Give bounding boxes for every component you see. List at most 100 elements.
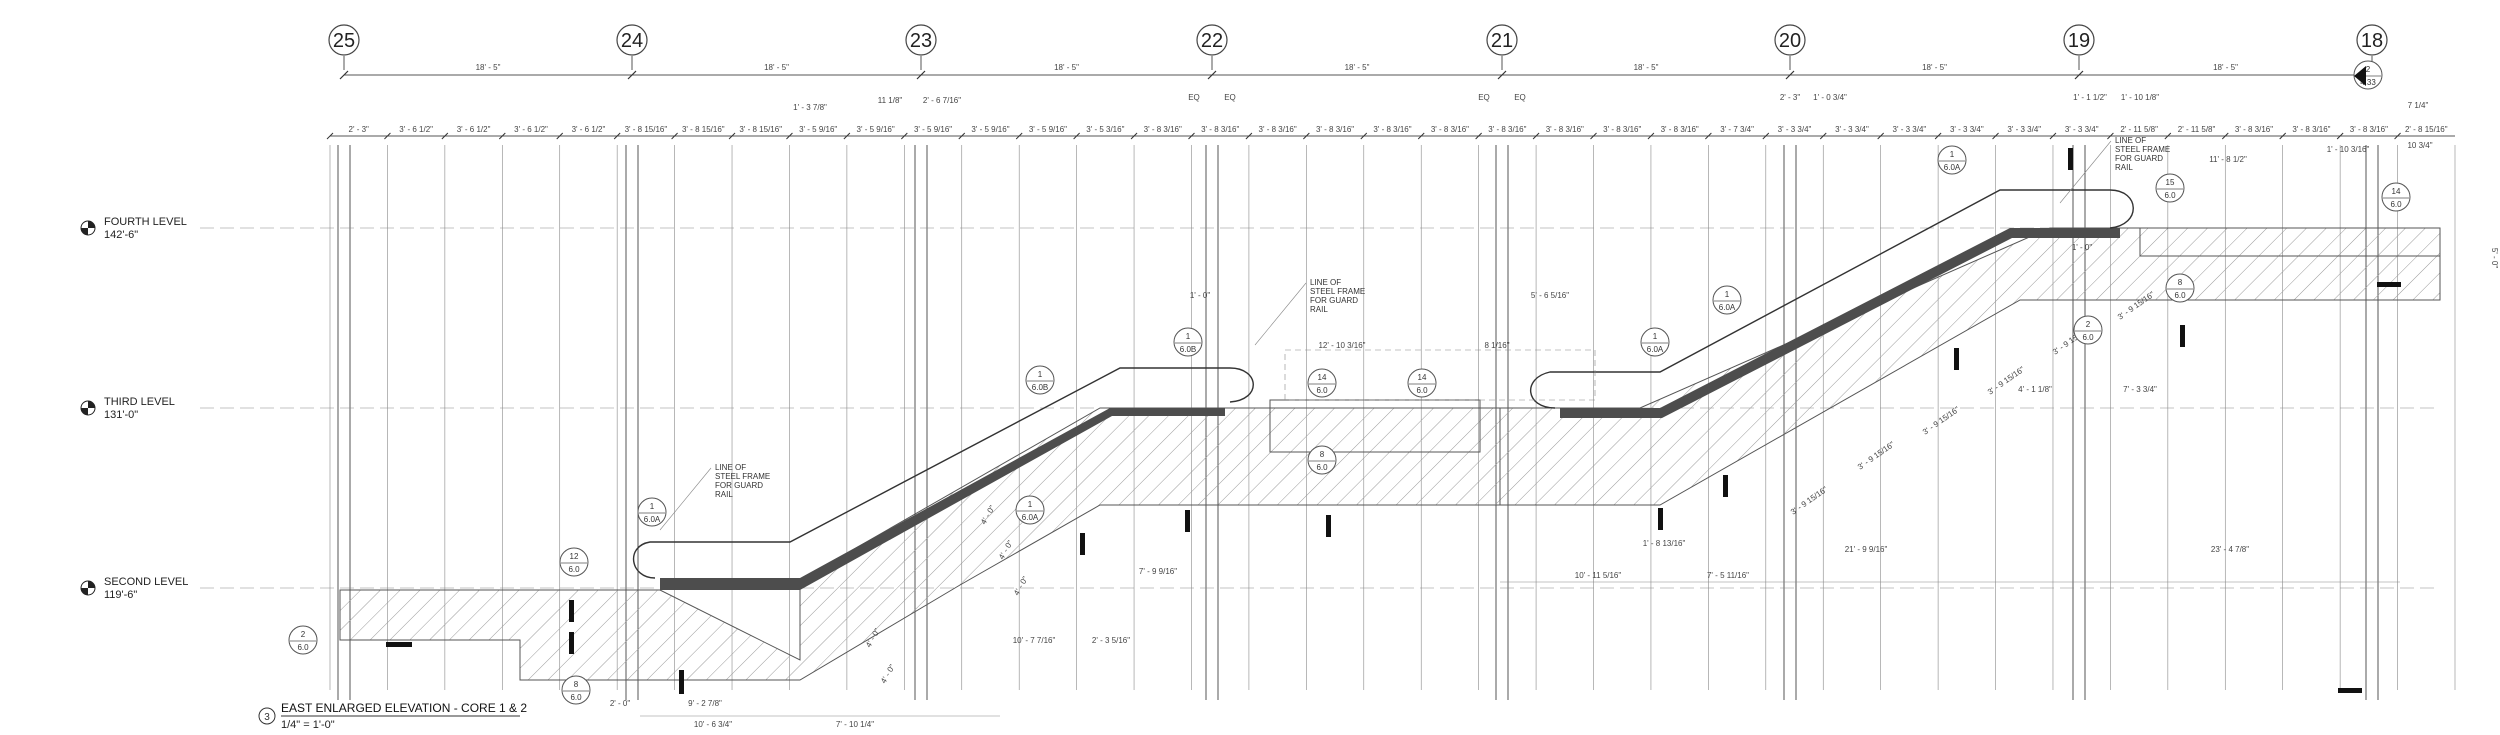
callout-tag: 146.0: [1307, 368, 1337, 398]
lower-dimension: 2' - 0": [610, 699, 631, 708]
dim-tick: [1934, 132, 1942, 140]
dim-tick: [2049, 132, 2057, 140]
upper-callout: 2' - 6 7/16": [923, 96, 961, 105]
segment-dimension: 3' - 8 3/16": [1144, 125, 1182, 134]
right-dimension: 10 3/4": [2407, 141, 2432, 150]
segment-dimension: 3' - 8 15/16": [739, 125, 782, 134]
segment-dimension: 3' - 8 3/16": [1316, 125, 1354, 134]
segment-dimension: 3' - 5 9/16": [914, 125, 952, 134]
note-line: RAIL: [2115, 163, 2133, 172]
callout-circle: [2155, 173, 2185, 203]
callout-number: 2: [301, 630, 306, 639]
dim-tick: [1188, 132, 1195, 140]
lower-dimension: 2' - 3 5/16": [1092, 636, 1130, 645]
dim-tick: [498, 132, 506, 140]
segment-dimension: 3' - 5 9/16": [799, 125, 837, 134]
segment-dimension: 3' - 8 3/16": [1373, 125, 1411, 134]
right-dimension: 11' - 8 1/2": [2209, 155, 2247, 164]
diagonal-dimension: 4' - 0": [879, 663, 897, 685]
segment-dimension: 3' - 3 3/4": [1778, 125, 1812, 134]
callout-tag: 16.0A: [1640, 327, 1670, 357]
mid-dimension: 1' - 0": [1190, 291, 1211, 300]
upper-callout: 2' - 3": [1780, 93, 1801, 102]
segment-dimension: 3' - 5 9/16": [971, 125, 1009, 134]
callout-tag: 86.0: [561, 675, 591, 705]
dim-tick: [958, 132, 966, 140]
grid-label: 25: [333, 30, 355, 52]
note-leader: [1254, 282, 1307, 346]
dim-tick: [1762, 132, 1770, 140]
callout-sheet: 6.0: [1316, 463, 1328, 472]
grid-bubble-23: 23: [905, 24, 937, 70]
level-elevation: 119'-6": [104, 589, 137, 601]
callout-tag: 16.0B: [1173, 327, 1203, 357]
note-line: RAIL: [1310, 305, 1328, 314]
section-marker: [569, 600, 574, 622]
note-line: FOR GUARD: [1310, 296, 1358, 305]
section-marker: [386, 642, 412, 647]
mid-dimension: 1' - 0": [2072, 243, 2093, 252]
callout-tag: 156.0: [2155, 173, 2185, 203]
callout-sheet: 6.0A: [1647, 345, 1664, 354]
segment-dimension: 3' - 7 3/4": [1720, 125, 1754, 134]
eq-label: EQ: [1478, 93, 1490, 102]
callout-tag: 16.0B: [1025, 365, 1055, 395]
diagonal-dimension: 4' - 0": [1012, 575, 1030, 597]
segment-dimension: 3' - 8 3/16": [1259, 125, 1297, 134]
callout-sheet: 6.0A: [644, 515, 661, 524]
dim-tick: [2221, 132, 2229, 140]
callout-tag: 26.0: [2073, 315, 2103, 345]
grid-circle: [328, 24, 360, 56]
dim-tick: [1705, 132, 1712, 140]
grid-label: 19: [2068, 30, 2090, 52]
note-line: STEEL FRAME: [715, 472, 770, 481]
grid-label: 23: [910, 30, 932, 52]
mid-dimension: 8 1/16": [1484, 341, 1509, 350]
dim-tick: [1992, 132, 1999, 140]
callout-tag: 16.0A: [1015, 495, 1045, 525]
segment-dimension: 2' - 8 15/16": [2405, 125, 2448, 134]
lower-dimension: 10' - 11 5/16": [1575, 571, 1622, 580]
dim-tick: [2279, 132, 2287, 140]
upper-callout: 1' - 10 1/8": [2121, 93, 2159, 102]
escalator-body-right: [1499, 227, 2441, 506]
level-label-third: THIRD LEVEL 131'-0": [80, 396, 175, 421]
note-line: LINE OF: [1310, 278, 1341, 287]
callout-sheet: 4.33: [2360, 78, 2376, 87]
segment-dimension: 3' - 5 9/16": [1029, 125, 1067, 134]
upper-callout: 11 1/8": [878, 96, 903, 105]
callout-circle: [1015, 495, 1045, 525]
callout-circle: [1307, 445, 1337, 475]
dim-tick: [1497, 70, 1507, 80]
grid-bubble-19: 19: [2063, 24, 2095, 70]
grid-bubble-20: 20: [1774, 24, 1806, 70]
dim-tick: [384, 132, 391, 140]
dim-tick: [556, 132, 564, 140]
segment-dimension: 3' - 8 3/16": [2292, 125, 2330, 134]
note-leader: [659, 467, 712, 531]
segment-dimension: 3' - 8 3/16": [2235, 125, 2273, 134]
callout-number: 14: [2392, 187, 2401, 196]
lower-dimension: 21' - 9 9/16": [1845, 545, 1888, 554]
segment-dimension: 3' - 3 3/4": [2007, 125, 2041, 134]
lower-dimension: 10' - 7 7/16": [1013, 636, 1056, 645]
dim-tick: [843, 132, 851, 140]
section-marker: [1723, 475, 1728, 497]
grid-bubble-25: 25: [328, 24, 360, 70]
level-datum-fill: [81, 581, 95, 595]
dim-tick: [1073, 132, 1080, 140]
guard-rail-frame: [1284, 349, 1596, 401]
level-label-fourth: FOURTH LEVEL 142'-6": [80, 216, 187, 241]
grid-circle: [905, 24, 937, 56]
section-markers: [386, 66, 2401, 694]
section-marker: [679, 670, 684, 694]
callout-sheet: 6.0B: [1032, 383, 1048, 392]
callout-sheet: 6.0A: [1944, 163, 1961, 172]
level-datum-fill: [81, 221, 95, 235]
dim-tick: [1360, 132, 1368, 140]
lower-dimension: 7' - 5 11/16": [1707, 571, 1749, 580]
grid-label: 21: [1491, 30, 1513, 52]
dim-tick: [1245, 132, 1253, 140]
